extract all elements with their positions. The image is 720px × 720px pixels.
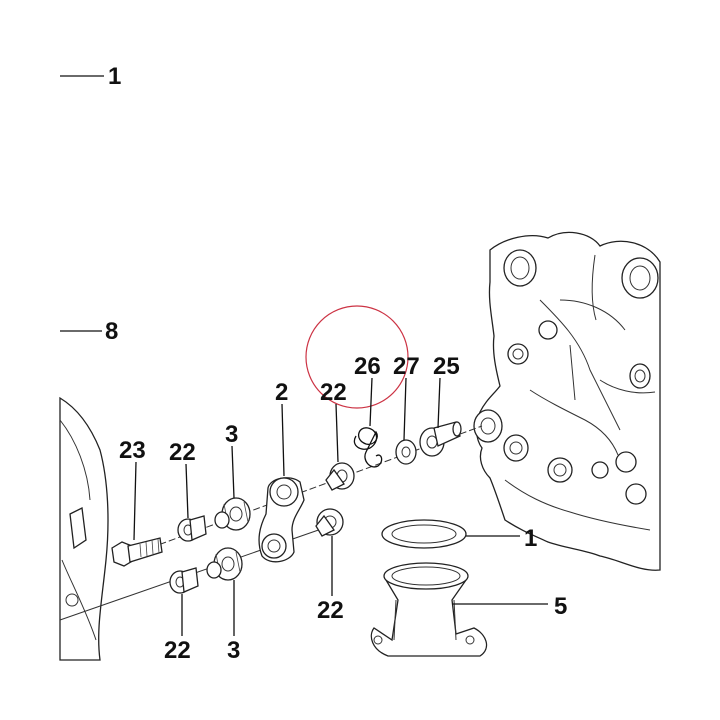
label-22-left: 22 [169,439,196,466]
pin-25 [419,421,462,457]
label-22-lower-mid: 22 [317,597,344,624]
spring-clip-26 [353,427,383,468]
label-1-seal: 1 [524,525,537,552]
bolt-23 [111,537,163,567]
bushing-22-upper [325,462,355,491]
seal-ring-1 [381,519,467,549]
left-housing [59,396,109,661]
ref-8-label: 8 [105,318,118,345]
label-22-bottom-left: 22 [164,637,191,664]
label-23: 23 [119,437,146,464]
label-25: 25 [433,353,460,380]
ref-1-top-label: 1 [108,63,121,90]
rubber-mount-3-upper [214,497,251,531]
label-3-lower: 3 [227,637,240,664]
highlight-circle [305,305,409,409]
ref-8: 8 [60,318,118,345]
label-26: 26 [354,353,381,380]
bushing-22-bottom-left [169,567,199,594]
label-5: 5 [554,593,567,620]
label-22-upper: 22 [320,379,347,406]
intake-pipe-5 [370,562,488,657]
rubber-mount-3-lower [206,547,243,581]
label-3-upper: 3 [225,421,238,448]
bushing-22-mid-lower [315,508,344,537]
engine-housing [473,231,661,571]
washer-27 [395,439,417,465]
label-2: 2 [275,379,288,406]
bracket-2 [258,477,305,563]
ref-1-top: 1 [60,63,121,90]
bushing-22-left [177,515,207,542]
label-27: 27 [393,353,420,380]
